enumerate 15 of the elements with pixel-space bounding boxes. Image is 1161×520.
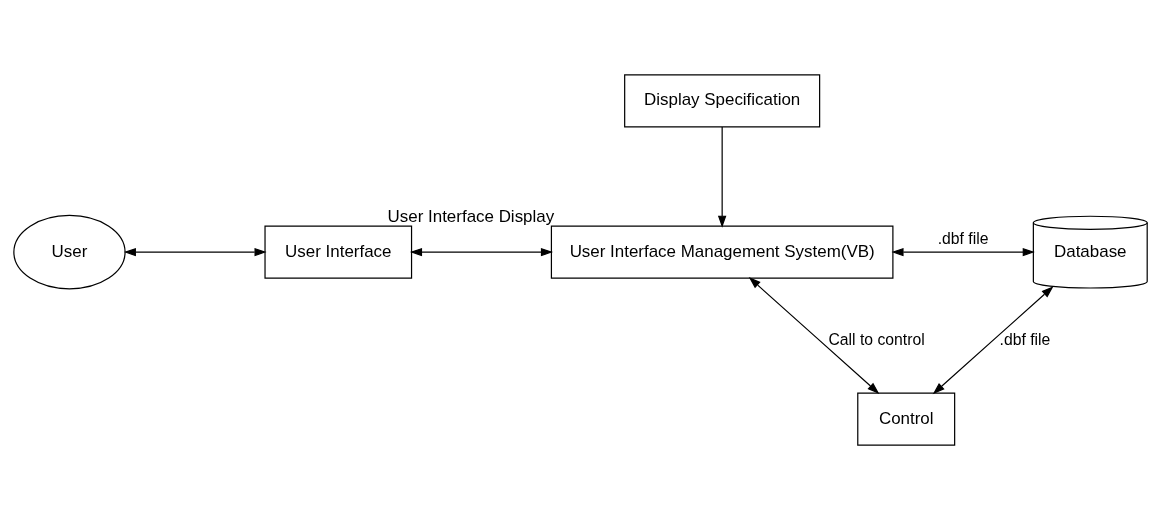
node-box: Control	[857, 392, 956, 446]
node-ellipse: User	[13, 214, 126, 290]
arrow	[717, 126, 727, 228]
node-box: User Interface Management System(VB)	[550, 225, 894, 279]
node-box: User Interface	[264, 225, 413, 279]
edge-label: Call to control	[828, 331, 925, 349]
arrow	[123, 247, 267, 257]
node-box: Display Specification	[624, 74, 821, 128]
edge-label: .dbf file	[999, 331, 1051, 349]
arrow	[932, 286, 1054, 395]
edge-label: .dbf file	[937, 230, 989, 248]
node-label: User Interface Display	[387, 206, 555, 226]
arrow	[409, 247, 554, 257]
arrow	[748, 277, 880, 394]
arrow	[891, 247, 1035, 257]
